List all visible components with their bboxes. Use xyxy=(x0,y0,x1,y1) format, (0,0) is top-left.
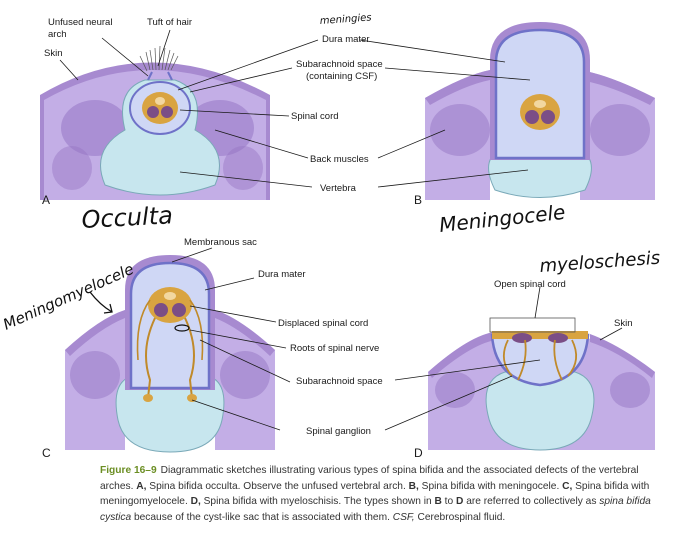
caption-text: Spina bifida with myeloschisis. The type… xyxy=(200,496,435,507)
label-tuft-of-hair: Tuft of hair xyxy=(147,17,192,28)
handwritten-meninges-note: meningies xyxy=(319,12,371,27)
label-displaced-spinal-cord: Displaced spinal cord xyxy=(278,318,368,329)
panel-letter-b: B xyxy=(414,193,422,207)
label-roots-of-spinal-nerve: Roots of spinal nerve xyxy=(290,343,379,354)
caption-bold-b: B, xyxy=(408,480,419,492)
label-unfused-arch-line2: arch xyxy=(48,29,66,40)
label-skin-d: Skin xyxy=(614,318,632,329)
panel-d-open-cord xyxy=(492,331,588,339)
caption-bold-d2: D xyxy=(456,496,464,507)
handwritten-meningocele: Meningocele xyxy=(438,200,566,237)
panel-letter-c: C xyxy=(42,446,51,460)
label-dura-mater-c: Dura mater xyxy=(258,269,306,280)
handwritten-occulta: Occulta xyxy=(81,201,174,234)
caption-text: Spina bifida with meningomyelocele. xyxy=(100,480,650,508)
label-spinal-cord: Spinal cord xyxy=(291,111,339,122)
panel-letter-a: A xyxy=(42,193,50,207)
handwritten-arrow-icon xyxy=(89,291,113,314)
caption-italic-csf: CSF, xyxy=(392,511,415,523)
panel-d-vertebra xyxy=(485,371,595,451)
caption-bold-b2: B xyxy=(434,496,442,507)
caption-text: Cerebrospinal fluid. xyxy=(414,511,506,523)
panel-a-spinal-cord xyxy=(142,92,178,124)
caption-bold-c: C, xyxy=(562,480,573,492)
label-spinal-ganglion: Spinal ganglion xyxy=(306,426,371,437)
panel-b-vertebra xyxy=(488,149,592,198)
caption-text: to xyxy=(441,496,456,507)
label-unfused-arch-line1: Unfused neural xyxy=(48,17,112,28)
handwritten-myeloschesis: myeloschesis xyxy=(539,248,661,277)
panel-d-diagram xyxy=(428,317,655,451)
caption-text: because of the cyst-like sac that is ass… xyxy=(131,511,393,523)
caption-text: Spina bifida with meningocele. xyxy=(418,480,563,492)
caption-text: are referred to collectively as xyxy=(463,496,600,507)
panel-c-diagram xyxy=(65,255,275,453)
label-skin-a: Skin xyxy=(44,48,62,59)
label-open-spinal-cord: Open spinal cord xyxy=(494,279,566,290)
caption-figure-label: Figure 16–9 xyxy=(100,465,157,476)
caption-italic-cystica: spina bifida cystica xyxy=(100,496,651,523)
caption-bold-a: A, xyxy=(136,480,147,492)
caption-text: Diagrammatic sketches illustrating vario… xyxy=(100,465,639,492)
leader-lines xyxy=(59,29,623,431)
panel-letter-d: D xyxy=(414,446,423,460)
panel-a-diagram xyxy=(40,45,270,200)
panel-c-vertebra xyxy=(115,374,225,453)
label-subarachnoid-space-c: Subarachnoid space xyxy=(296,376,383,387)
label-membranous-sac: Membranous sac xyxy=(184,237,257,248)
panel-b-diagram xyxy=(425,22,655,200)
tuft-of-hair-icon xyxy=(139,45,179,72)
caption-text: Spina bifida occulta. Observe the unfuse… xyxy=(146,480,409,492)
label-subarachnoid-line1: Subarachnoid space xyxy=(296,59,383,70)
labels: Unfused neural arch Tuft of hair Skin Du… xyxy=(44,17,632,437)
label-dura-mater-a: Dura mater xyxy=(322,34,370,45)
label-vertebra: Vertebra xyxy=(320,183,357,194)
caption-bold-d: D, xyxy=(190,496,201,507)
label-subarachnoid-line2: (containing CSF) xyxy=(306,71,377,82)
label-back-muscles: Back muscles xyxy=(310,154,369,165)
